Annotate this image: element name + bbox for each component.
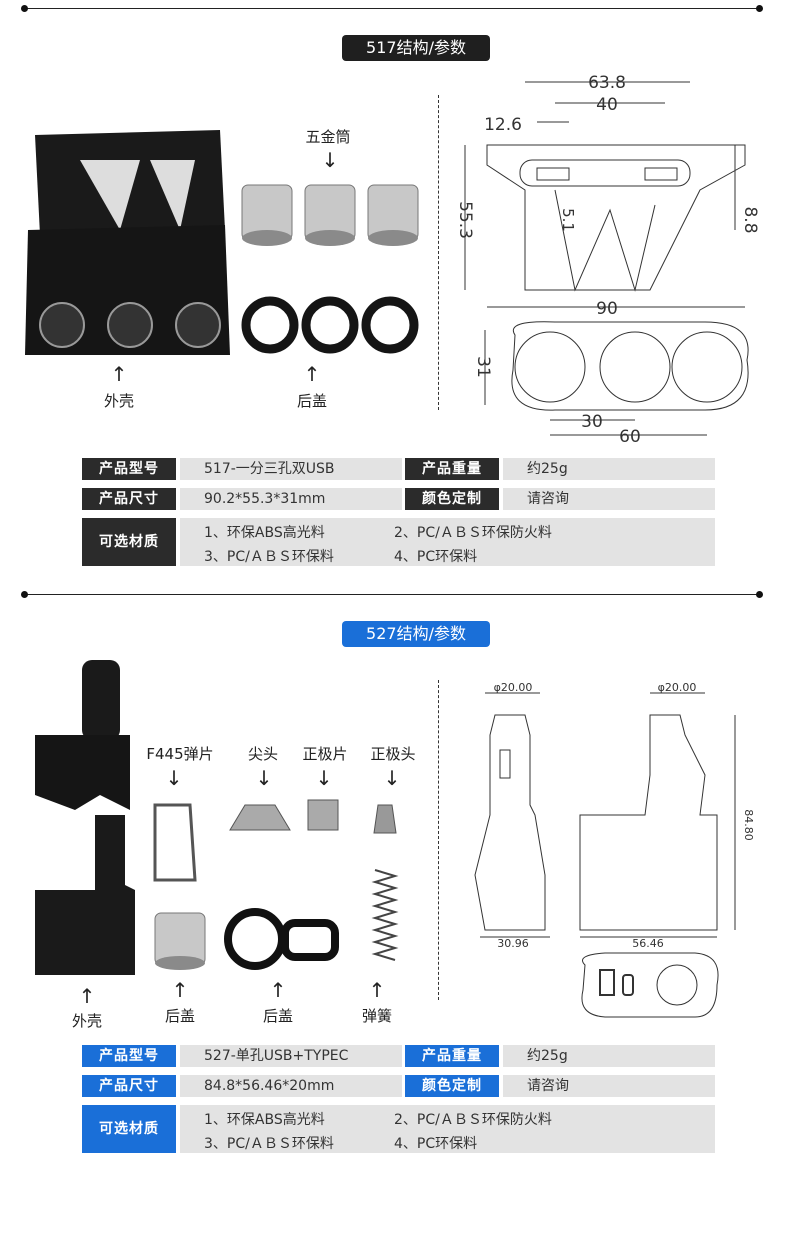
section1-technical-drawing: 63.8 40 12.6 55.3 5.1 8.8 90 31 30 60 [455,73,760,447]
material-1: 1、环保ABS高光料 [204,525,325,541]
arrow-up-icon: ↑ [110,362,128,386]
spec-material-values: 1、环保ABS高光料 2、PC/ＡＢＳ环保防火料 3、PC/ＡＢＳ环保料 4、P… [180,1105,715,1153]
material-3: 3、PC/ＡＢＳ环保料 [204,549,334,565]
spec-model-value: 517-一分三孔双USB [180,458,402,480]
label-spring-clip: F445弹片 [146,745,214,763]
dim-40: 40 [596,95,618,115]
material-2: 2、PC/ＡＢＳ环保防火料 [394,1112,552,1128]
arrow-down-icon: ↓ [165,766,183,790]
arrow-down-icon: ↓ [321,148,339,172]
spec-color-value: 请咨询 [503,488,715,510]
dim-12-6: 12.6 [484,115,522,135]
dim-31: 31 [473,356,493,378]
material-2: 2、PC/ＡＢＳ环保防火料 [394,525,552,541]
middle-divider-dot-left [21,591,28,598]
label-back-cover-2: 后盖 [262,1007,293,1025]
section1-product-illustration [25,130,419,355]
label-positive-head: 正极头 [370,745,416,763]
dim-60: 60 [619,427,641,447]
dim-30: 30 [581,412,603,432]
spec-material-values: 1、环保ABS高光料 2、PC/ＡＢＳ环保防火料 3、PC/ＡＢＳ环保料 4、P… [180,518,715,566]
dim-84-80: 84.80 [742,809,755,841]
spec-size-label: 产品尺寸 [82,1075,176,1097]
arrow-up-icon: ↑ [368,978,386,1002]
spec-size-value: 84.8*56.46*20mm [180,1075,402,1097]
spec-size-value: 90.2*55.3*31mm [180,488,402,510]
label-shell-527: 外壳 [71,1012,102,1030]
spec-size-label: 产品尺寸 [82,488,176,510]
label-hardware-tube: 五金筒 [305,128,351,146]
spec-color-label: 颜色定制 [405,488,499,510]
dim-56-46: 56.46 [632,937,664,950]
middle-divider [24,594,758,595]
arrow-up-icon: ↑ [303,362,321,386]
spec-model-label: 产品型号 [82,1045,176,1067]
arrow-up-icon: ↑ [78,984,96,1008]
dim-phi-20-side: φ20.00 [494,681,533,694]
label-tip: 尖头 [247,745,278,763]
dim-30-96: 30.96 [497,937,529,950]
arrow-down-icon: ↓ [255,766,273,790]
spec-model-value: 527-单孔USB+TYPEC [180,1045,402,1067]
spec-material-label: 可选材质 [82,1105,176,1153]
dim-phi-20-front: φ20.00 [658,681,697,694]
section2-product-illustration [35,660,399,975]
label-positive-plate: 正极片 [302,745,348,763]
spec-weight-label: 产品重量 [405,1045,499,1067]
section2-title: 527结构/参数 [342,621,490,647]
label-back-cover: 后盖 [296,392,327,410]
spec-weight-value: 约25g [503,458,715,480]
material-1: 1、环保ABS高光料 [204,1112,325,1128]
dim-5-1: 5.1 [559,208,577,232]
section2-technical-drawing: φ20.00 φ20.00 30.96 56.46 84.80 [474,681,755,1018]
dim-63-8: 63.8 [588,73,626,93]
section2-separator [438,680,440,1000]
material-3: 3、PC/ＡＢＳ环保料 [204,1136,334,1152]
dim-90: 90 [596,299,618,319]
spec-color-value: 请咨询 [503,1075,715,1097]
section1-separator [438,95,440,410]
top-divider [24,8,758,9]
dim-8-8: 8.8 [740,206,760,233]
spec-color-label: 颜色定制 [405,1075,499,1097]
label-spring: 弹簧 [361,1007,392,1025]
label-back-cover-1: 后盖 [164,1007,195,1025]
material-4: 4、PC环保料 [394,549,478,565]
arrow-down-icon: ↓ [315,766,333,790]
spec-weight-value: 约25g [503,1045,715,1067]
arrow-up-icon: ↑ [171,978,189,1002]
arrow-up-icon: ↑ [269,978,287,1002]
top-divider-dot-right [756,5,763,12]
dim-55-3: 55.3 [455,201,475,239]
material-4: 4、PC环保料 [394,1136,478,1152]
label-shell: 外壳 [103,392,134,410]
arrow-down-icon: ↓ [383,766,401,790]
spec-material-label: 可选材质 [82,518,176,566]
section1-title: 517结构/参数 [342,35,490,61]
middle-divider-dot-right [756,591,763,598]
spec-model-label: 产品型号 [82,458,176,480]
spec-weight-label: 产品重量 [405,458,499,480]
top-divider-dot-left [21,5,28,12]
